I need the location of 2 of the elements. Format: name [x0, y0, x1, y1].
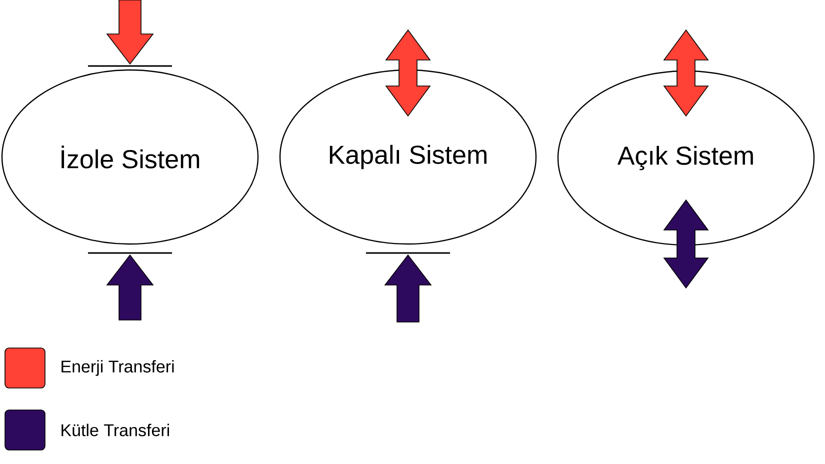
legend-label: Enerji Transferi	[62, 360, 174, 376]
legend-label: Kütle Transferi	[62, 424, 169, 436]
